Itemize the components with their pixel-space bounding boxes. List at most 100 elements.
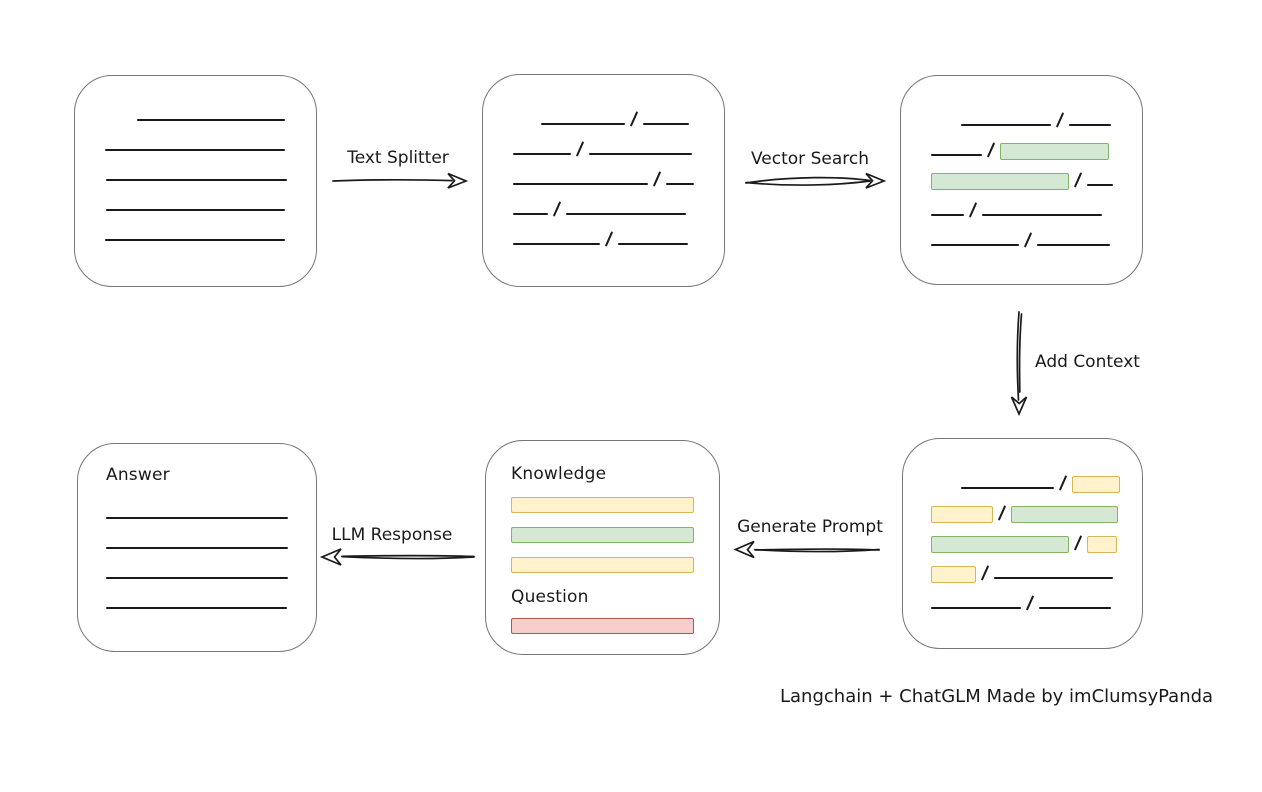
- red-highlight-bar: [511, 618, 694, 634]
- slash-separator: [1073, 172, 1083, 188]
- context-chunk-rows: [903, 439, 1142, 613]
- chunk-row: [931, 523, 1142, 553]
- diagram-caption: Langchain + ChatGLM Made by imClumsyPand…: [780, 686, 1214, 707]
- green-highlight-bar: [931, 536, 1069, 553]
- text-line: [105, 239, 285, 241]
- chunk-row: [513, 129, 724, 159]
- llm-response-arrow: [319, 548, 475, 566]
- text-line-segment: [513, 213, 548, 215]
- text-line: [106, 607, 287, 609]
- chunk-row: [931, 100, 1142, 130]
- text-line-segment: [589, 153, 693, 155]
- slash-separator: [1023, 232, 1033, 248]
- chunk-row: [931, 160, 1142, 190]
- text-line: [106, 179, 287, 181]
- vector-result-rows: [901, 76, 1142, 250]
- vector-search-label: Vector Search: [751, 149, 869, 169]
- text-line-segment: [1037, 244, 1111, 246]
- chunk-row: [513, 159, 724, 189]
- slash-separator: [1055, 112, 1065, 128]
- text-line: [106, 517, 288, 519]
- green-highlight-bar: [1011, 506, 1119, 523]
- chunk-row: [931, 553, 1142, 583]
- text-line-segment: [1069, 124, 1112, 126]
- slash-separator: [986, 142, 996, 158]
- slash-separator: [980, 565, 990, 581]
- text-line: [105, 149, 285, 151]
- answer-label: Answer: [106, 465, 170, 485]
- slash-separator: [604, 231, 614, 247]
- chunk-row: [931, 220, 1142, 250]
- text-splitter-arrow: [332, 172, 469, 189]
- knowledge-label: Knowledge: [511, 464, 607, 484]
- generate-prompt-label: Generate Prompt: [737, 517, 883, 537]
- question-label: Question: [511, 587, 589, 607]
- chunk-row: [931, 190, 1142, 220]
- text-line-segment: [513, 153, 571, 155]
- text-line-segment: [666, 183, 695, 185]
- chunk-row: [931, 463, 1142, 493]
- text-line-segment: [513, 243, 600, 245]
- text-line-segment: [982, 214, 1103, 216]
- context-chunks-node: [902, 438, 1143, 649]
- text-line-segment: [618, 243, 689, 245]
- add-context-label: Add Context: [1035, 352, 1140, 372]
- text-line-segment: [566, 213, 687, 215]
- text-line-segment: [931, 244, 1019, 246]
- chunk-row: [513, 189, 724, 219]
- text-line-segment: [541, 123, 625, 125]
- add-context-arrow: [1010, 311, 1028, 417]
- slash-separator: [575, 141, 585, 157]
- green-highlight-bar: [1000, 143, 1110, 160]
- answer-text-lines: [106, 517, 316, 609]
- text-line-segment: [994, 577, 1114, 579]
- yellow-highlight-bar: [931, 566, 976, 583]
- answer-node: Answer: [77, 443, 317, 652]
- text-line: [137, 119, 285, 121]
- slash-separator: [629, 111, 639, 127]
- text-line: [106, 547, 288, 549]
- text-line-segment: [961, 124, 1051, 126]
- text-line-segment: [931, 154, 982, 156]
- question-bars: [511, 618, 719, 634]
- source-document-node: [74, 75, 317, 287]
- green-highlight-bar: [931, 173, 1069, 190]
- chunk-row: [931, 130, 1142, 160]
- split-chunk-rows: [483, 75, 724, 249]
- yellow-highlight-bar: [511, 497, 694, 513]
- yellow-highlight-bar: [1072, 476, 1121, 493]
- slash-separator: [1073, 535, 1083, 551]
- text-line: [106, 209, 285, 211]
- text-line-segment: [513, 183, 648, 185]
- green-highlight-bar: [511, 527, 694, 543]
- generate-prompt-arrow: [733, 540, 880, 559]
- chunk-row: [931, 583, 1142, 613]
- slash-separator: [552, 201, 562, 217]
- chunk-row: [931, 493, 1142, 523]
- slash-separator: [1025, 595, 1035, 611]
- yellow-highlight-bar: [1087, 536, 1118, 553]
- slash-separator: [652, 171, 662, 187]
- document-text-lines: [75, 76, 316, 241]
- vector-search-arrow: [745, 172, 887, 189]
- slash-separator: [997, 505, 1007, 521]
- slash-separator: [1058, 475, 1068, 491]
- vector-search-result-node: [900, 75, 1143, 285]
- yellow-highlight-bar: [931, 506, 993, 523]
- text-line-segment: [1087, 184, 1114, 186]
- text-line-segment: [931, 214, 964, 216]
- split-chunks-node: [482, 74, 725, 287]
- text-splitter-label: Text Splitter: [347, 148, 449, 168]
- prompt-node: Knowledge Question: [485, 440, 720, 655]
- text-line: [106, 577, 288, 579]
- llm-response-label: LLM Response: [331, 525, 453, 545]
- chunk-row: [513, 99, 724, 129]
- text-line-segment: [961, 487, 1054, 489]
- text-line-segment: [643, 123, 690, 125]
- text-line-segment: [931, 607, 1021, 609]
- text-line-segment: [1039, 607, 1112, 609]
- knowledge-bars: [511, 497, 719, 573]
- slash-separator: [968, 202, 978, 218]
- chunk-row: [513, 219, 724, 249]
